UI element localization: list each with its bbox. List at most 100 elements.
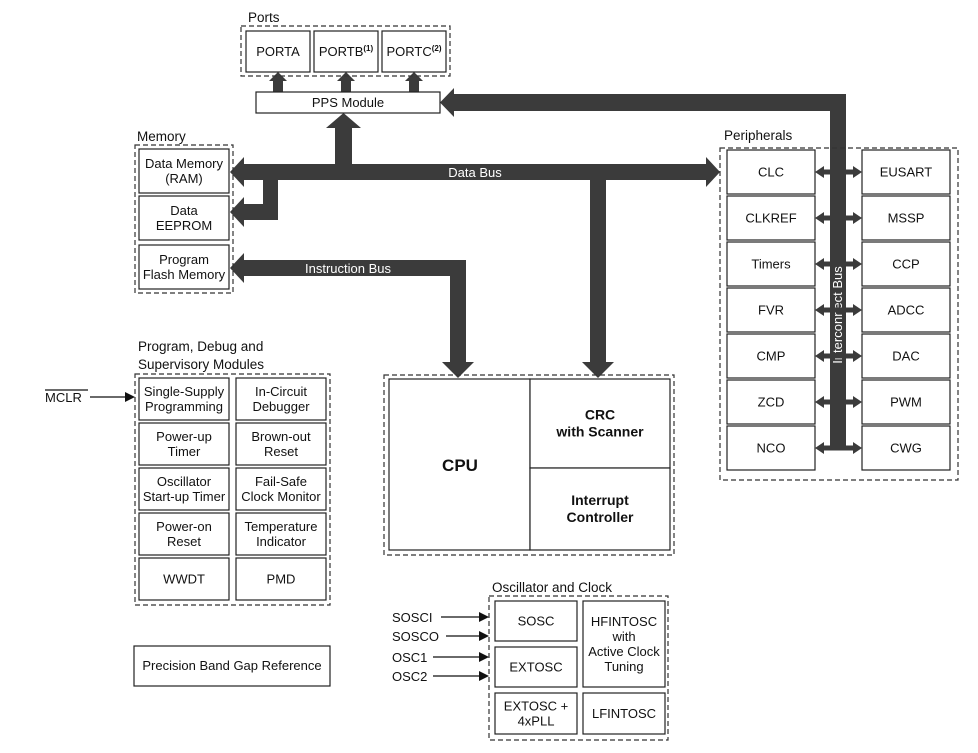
peripheral-adcc-frame: [861, 287, 951, 333]
mclr-arrowhead: [125, 392, 135, 402]
peripheral-label: DAC: [892, 349, 919, 364]
supervisory-module-label: Programming: [145, 399, 223, 414]
peripheral-label: CWG: [890, 441, 922, 456]
crc-with-scanner-frame: [529, 378, 671, 469]
peripheral-cwg: [861, 425, 951, 471]
interconnect-arrow: [815, 350, 862, 362]
peripheral-cmp-frame: [726, 333, 816, 379]
sosc-label: SOSC: [518, 614, 555, 629]
interconnect-bus-label: Interconnect Bus: [830, 266, 845, 364]
peripheral-cwg-frame: [861, 425, 951, 471]
port-box: [381, 30, 447, 73]
cpu-label: CPU: [442, 456, 478, 475]
supervisory-module-frame: [138, 377, 230, 421]
peripheral-fvr-frame: [726, 287, 816, 333]
lfintosc-frame: [582, 692, 666, 735]
data-bus-to-eeprom-arrow: [230, 180, 278, 227]
supervisory-module-label: Temperature: [245, 519, 318, 534]
port-name: PORTC: [386, 44, 431, 59]
program-flash-memory-label: Flash Memory: [143, 267, 226, 282]
interconnect-arrow: [815, 212, 862, 224]
supervisory-module-label: WWDT: [163, 572, 205, 587]
precision-band-gap-reference: [133, 645, 331, 687]
supervisory-module-label: Oscillator: [157, 474, 212, 489]
supervisory-module-label: Power-on: [156, 519, 212, 534]
peripheral-clc: [726, 149, 816, 195]
extosc-4xpll-label: 4xPLL: [518, 714, 555, 729]
peripheral-label: EUSART: [880, 165, 933, 180]
osc-input-label: OSC1: [392, 650, 427, 665]
supervisory-module-frame: [138, 512, 230, 556]
osc-input-label: SOSCI: [392, 610, 432, 625]
peripherals-group: [719, 147, 959, 481]
osc-input-arrowhead: [479, 631, 489, 641]
peripheral-mssp-frame: [861, 195, 951, 241]
supervisory-module-label: In-Circuit: [255, 384, 307, 399]
data-bus-to-pps-arrow: [326, 113, 361, 164]
peripheral-label: PWM: [890, 395, 922, 410]
supervisory-module-label: Reset: [167, 534, 201, 549]
port-footnote: (1): [363, 44, 373, 53]
peripheral-label: Timers: [751, 257, 791, 272]
interconnect-arrow: [815, 166, 862, 178]
pps-module: [255, 91, 441, 114]
instruction-bus-label: Instruction Bus: [305, 261, 391, 276]
port-box: [313, 30, 379, 73]
data-bus-to-crc-arrow: [582, 180, 614, 378]
supervisory-module-frame: [138, 467, 230, 511]
extosc-4xpll-frame: [494, 692, 578, 735]
peripheral-nco: [726, 425, 816, 471]
supervisory-module-frame: [138, 557, 230, 601]
peripheral-clkref-frame: [726, 195, 816, 241]
pps-module-label: PPS Module: [312, 95, 384, 110]
hfintosc-label: Tuning: [604, 659, 643, 674]
peripheral-label: CLC: [758, 165, 784, 180]
port-box: [245, 30, 311, 73]
sosc: SOSC: [494, 600, 578, 642]
cpu: [388, 378, 531, 551]
memory-group: [134, 144, 234, 294]
peripheral-adcc: [861, 287, 951, 333]
port-name: PORTA: [256, 44, 300, 59]
data-memory-ram: Data Memory(RAM): [138, 148, 230, 194]
supervisory-module-frame: [235, 467, 327, 511]
supervisory-module: WWDT: [138, 557, 230, 601]
port-label: PORTC(2): [386, 44, 441, 59]
supervisory-group: [134, 373, 331, 606]
port-name: PORTB: [319, 44, 364, 59]
supervisory-module-label: Power-up: [156, 429, 212, 444]
osc-input-arrowhead: [479, 652, 489, 662]
pps-to-port-arrow: [405, 72, 423, 92]
extosc-4xpll-label: EXTOSC +: [504, 699, 568, 714]
supervisory-module-label: Start-up Timer: [143, 489, 226, 504]
sosc-frame: [494, 600, 578, 642]
supervisory-module-label: Reset: [264, 444, 298, 459]
supervisory-module-label: Indicator: [256, 534, 307, 549]
osc-input-arrowhead: [479, 671, 489, 681]
peripheral-dac-frame: [861, 333, 951, 379]
data-memory-ram-label: Data Memory: [145, 156, 224, 171]
supervisory-module-label: Debugger: [252, 399, 310, 414]
interrupt-controller-label: Controller: [567, 509, 634, 525]
data-bus-label: Data Bus: [448, 165, 502, 180]
peripheral-label: MSSP: [888, 211, 925, 226]
osc-input-arrowhead: [479, 612, 489, 622]
supervisory-module-label: Fail-Safe: [255, 474, 307, 489]
supervisory-module-label: Single-Supply: [144, 384, 225, 399]
program-flash-memory-label: Program: [159, 252, 209, 267]
peripheral-label: ZCD: [758, 395, 785, 410]
program-flash-memory-frame: [138, 244, 230, 290]
peripheral-label: FVR: [758, 303, 784, 318]
hfintosc-label: HFINTOSC: [591, 614, 657, 629]
supervisory-module-label: PMD: [267, 572, 296, 587]
osc-input-label: OSC2: [392, 669, 427, 684]
peripheral-fvr: [726, 287, 816, 333]
